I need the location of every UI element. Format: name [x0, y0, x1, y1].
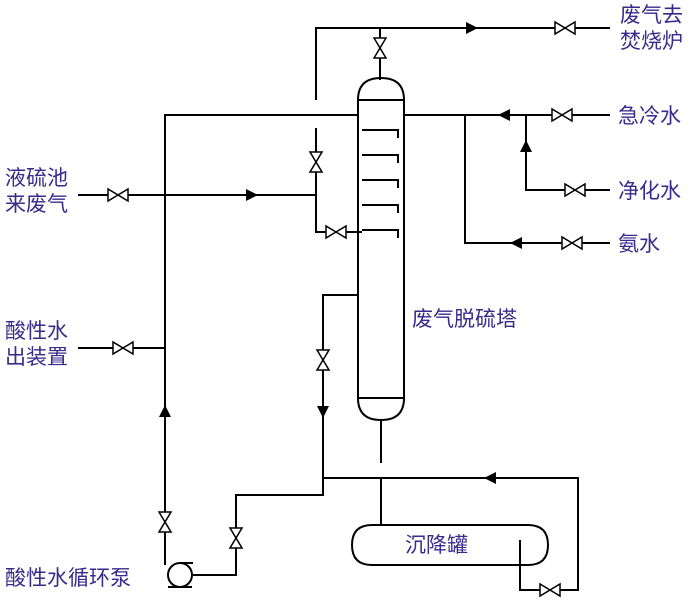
- label-sour-water: 酸性水 出装置: [5, 318, 68, 370]
- arrow-down-side: [317, 406, 329, 418]
- label-sulfur-gas-line1: 液硫池: [5, 166, 68, 190]
- line-recirc-top: [164, 114, 358, 505]
- settling-tank-shell: [350, 524, 550, 566]
- label-settling-tank: 沉降罐: [405, 533, 468, 557]
- label-ammonia-water: 氨水: [618, 232, 660, 256]
- label-sulfur-gas-line2: 来废气: [5, 192, 68, 216]
- line-ammonia: [464, 115, 610, 244]
- valve-icon: [551, 108, 573, 122]
- valve-icon: [539, 583, 561, 597]
- line-incinerator: [315, 27, 610, 100]
- arrow-left-ammonia: [510, 237, 522, 249]
- tower-trays: [362, 129, 399, 238]
- label-incinerator: 废气去 焚烧炉: [620, 2, 683, 54]
- valve-icon: [107, 188, 129, 202]
- valve-icon: [554, 21, 576, 35]
- label-quench-water: 急冷水: [618, 104, 681, 128]
- label-incinerator-line2: 焚烧炉: [620, 29, 683, 53]
- arrow-up-purified: [520, 140, 532, 152]
- valve-icon: [316, 349, 330, 371]
- valve-icon: [112, 341, 134, 355]
- line-side-draw: [322, 294, 579, 591]
- valve-icon: [373, 37, 387, 59]
- valve-icon: [561, 236, 583, 250]
- label-pump: 酸性水循环泵: [5, 566, 131, 590]
- valve-icon: [564, 183, 586, 197]
- label-purified-water: 净化水: [618, 179, 681, 203]
- valve-icon: [309, 151, 323, 173]
- label-sour-water-line2: 出装置: [5, 345, 68, 369]
- arrow-right-top: [466, 22, 478, 34]
- pump-icon: [167, 562, 193, 588]
- label-sulfur-gas: 液硫池 来废气: [5, 165, 68, 217]
- arrow-right-feed: [246, 189, 258, 201]
- arrow-left-return: [484, 472, 496, 484]
- arrow-up-recirc: [159, 405, 171, 417]
- label-sour-water-line1: 酸性水: [5, 319, 68, 343]
- valve-icon: [158, 511, 172, 533]
- valve-icon: [325, 225, 347, 239]
- arrow-left-quench: [498, 109, 510, 121]
- line-purified: [525, 115, 610, 191]
- label-tower: 废气脱硫塔: [412, 307, 517, 331]
- valve-icon: [229, 527, 243, 549]
- label-incinerator-line1: 废气去: [620, 3, 683, 27]
